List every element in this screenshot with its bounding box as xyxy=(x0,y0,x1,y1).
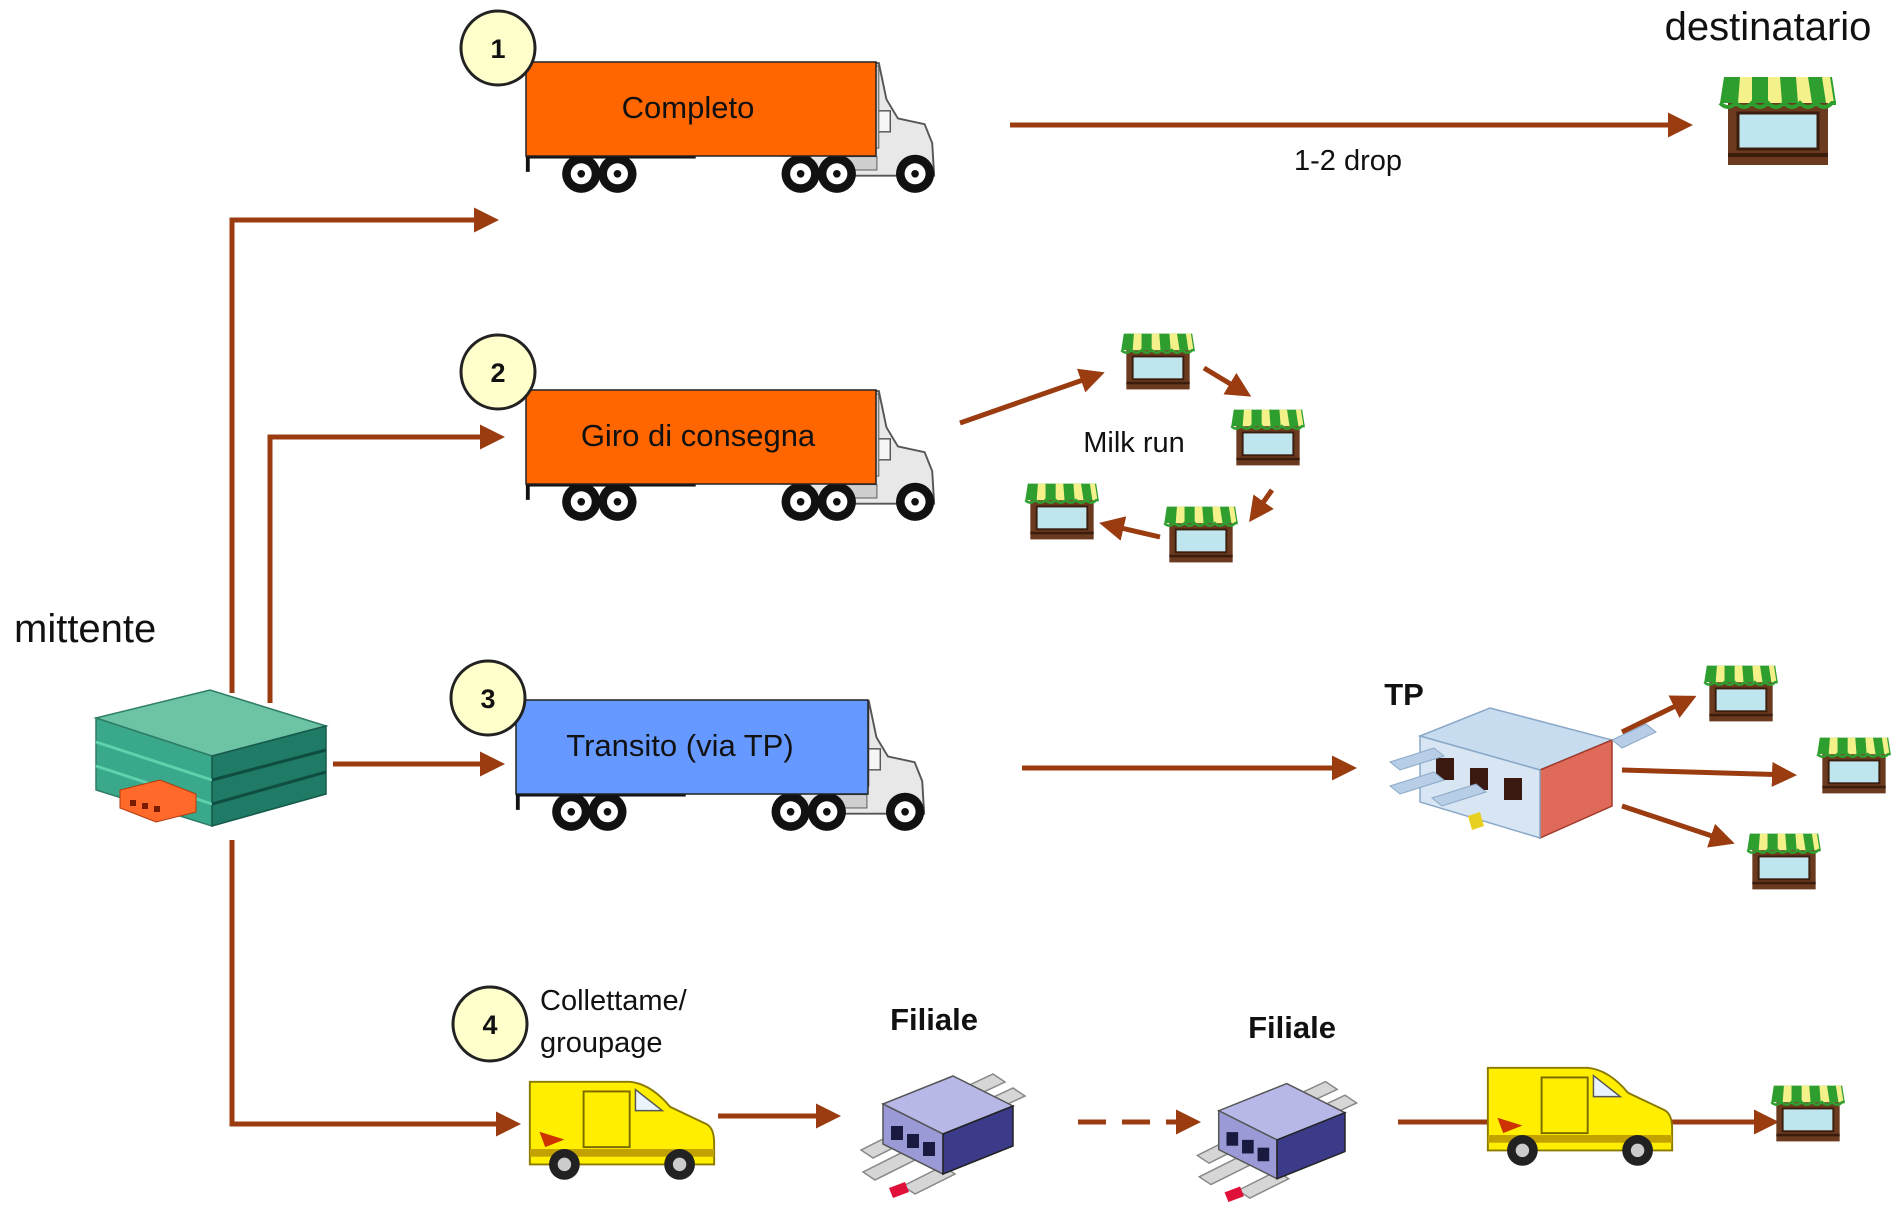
badge-4: 4 xyxy=(451,985,529,1063)
van-icon xyxy=(1486,1066,1674,1167)
trailer-orange xyxy=(525,61,877,157)
svg-text:2: 2 xyxy=(490,358,505,388)
svg-text:1: 1 xyxy=(490,34,505,64)
shop-icon xyxy=(1720,77,1836,165)
shop-icon xyxy=(1815,736,1893,795)
shop-icon xyxy=(1229,408,1307,467)
shop-icon xyxy=(1769,1084,1847,1143)
van-icon xyxy=(528,1080,716,1181)
milk-run-label: Milk run xyxy=(1083,427,1185,459)
warehouse-icon xyxy=(93,689,329,828)
svg-text:4: 4 xyxy=(482,1010,497,1040)
badge-1: 1 xyxy=(459,9,537,87)
truck-label-transito: Transito (via TP) xyxy=(566,728,793,763)
filiale-label-1: Filiale xyxy=(890,1002,978,1037)
truck-label-completo: Completo xyxy=(622,90,755,125)
arrow-milkrun-4 xyxy=(1099,516,1161,541)
hub-icon xyxy=(860,1073,1026,1199)
arrow-milkrun-3 xyxy=(1249,488,1275,523)
shop-icon xyxy=(1023,482,1101,541)
arrow-tp-shop-2 xyxy=(1621,761,1797,787)
truck-label-giro: Giro di consegna xyxy=(581,418,816,453)
arrow-tp-shop-3 xyxy=(1621,803,1735,848)
hub-icon xyxy=(1196,1080,1358,1203)
shop-icon xyxy=(1702,664,1780,723)
arrow-to-collettame xyxy=(229,840,521,1137)
trailer-blue xyxy=(515,699,869,795)
shop-icon xyxy=(1119,332,1197,391)
svg-text:3: 3 xyxy=(480,684,495,714)
collettame-label-line2: groupage xyxy=(540,1027,663,1059)
trailer-orange xyxy=(525,389,877,485)
recipient-label: destinatario xyxy=(1665,5,1872,49)
collettame-label-line1: Collettame/ xyxy=(540,985,688,1017)
truck-transito: Transito (via TP) xyxy=(514,699,926,832)
arrow-to-giro xyxy=(267,424,505,703)
shop-icon xyxy=(1745,832,1823,891)
tp-label: TP xyxy=(1384,677,1424,712)
sender-label: mittente xyxy=(14,607,156,651)
terminal-icon xyxy=(1388,707,1657,840)
shop-icon xyxy=(1162,505,1240,564)
arrow-tp-shop-1 xyxy=(1620,695,1697,735)
arrow-to-completo xyxy=(229,207,499,693)
badge-3: 3 xyxy=(449,659,527,737)
truck-completo: Completo xyxy=(524,61,936,194)
arrow-milkrun-1 xyxy=(959,368,1105,426)
truck-giro: Giro di consegna xyxy=(524,389,936,522)
arrow-milkrun-2 xyxy=(1202,365,1252,397)
filiale-label-2: Filiale xyxy=(1248,1010,1336,1045)
flow-arrows xyxy=(229,112,1797,1137)
badge-2: 2 xyxy=(459,333,537,411)
drop-label: 1-2 drop xyxy=(1294,145,1402,177)
